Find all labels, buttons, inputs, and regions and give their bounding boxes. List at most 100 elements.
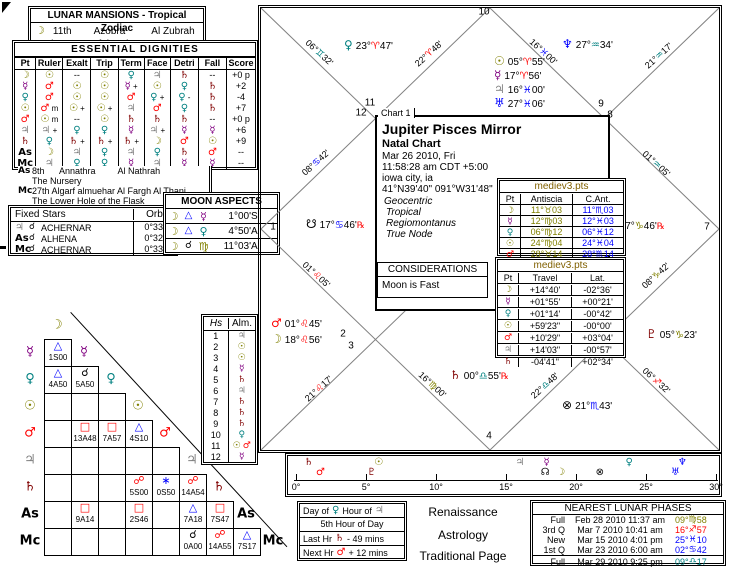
chart-tab[interactable]: Chart 1: [378, 108, 415, 118]
dignity-cell: +2: [235, 81, 247, 91]
venus-glyph: ♀: [21, 92, 29, 103]
dignity-cell: ☉: [145, 81, 170, 92]
jupiter-glyph: ♃: [152, 70, 162, 81]
travel-value: +14°40': [518, 284, 571, 295]
aspect-orb-value: 7S17: [237, 542, 257, 551]
sun-glyph: ☉: [232, 441, 241, 451]
dignity-cell: --: [209, 114, 216, 124]
mars-glyph: ♂: [24, 425, 36, 441]
almuten-value: ☿: [227, 452, 255, 463]
dignities-column: Fall--♄♄♄--☿☉♂☿: [197, 58, 226, 169]
dignity-cell: ♄ +: [119, 136, 144, 147]
dignity-marker: +: [50, 126, 58, 135]
almuten-row: 6♃: [204, 386, 255, 397]
dignity-cell: ♀: [36, 136, 62, 147]
mars-glyph: ♂: [505, 249, 515, 260]
grid-diagonal-point: Mc: [263, 535, 284, 548]
mercury-glyph: ☿: [80, 344, 88, 360]
phase-name: 1st Q: [543, 545, 565, 555]
aspect-cell-value: □2S46: [125, 501, 153, 529]
opp-glyph: ☍: [187, 474, 199, 487]
lat-value: -00°42': [571, 308, 623, 319]
antiscia-value: 12°♓03: [572, 215, 623, 227]
saturn-glyph: ♄: [68, 136, 78, 147]
dignities-column: Detri♄♀♀ -♀♄☿♂♄☿: [169, 58, 198, 169]
considerations-panel[interactable]: CONSIDERATIONS Moon is Fast: [377, 262, 488, 298]
jupiter-glyph: ♃: [24, 452, 36, 468]
moon-aspect-row: ☽△♀4°50' A: [166, 223, 277, 238]
virgo-glyph: ♍: [544, 238, 553, 249]
saturn-glyph: ♄: [237, 408, 246, 418]
virgo-glyph: ♍: [544, 216, 553, 227]
antiscia-value: 11°♉03: [520, 204, 572, 216]
mercury-glyph: ☿: [239, 452, 245, 462]
almuten-value: ☿: [227, 364, 255, 375]
aspect-orb-value: 4A50: [48, 380, 68, 389]
phase-datetime: Mar 29 2010 9:25 pm: [577, 557, 663, 567]
house-value: 4: [213, 364, 219, 374]
dignity-marker: +: [158, 126, 166, 135]
aspect-orb-value: 5S00: [129, 488, 149, 497]
almutens-panel[interactable]: Hs Alm. 1♃2☉3☉4☿5♄6♃7♄8♄9♄10♀11☉♂12☿: [201, 314, 258, 465]
jupiter-glyph: ♃: [515, 457, 525, 468]
degree-ruler[interactable]: 0°5°10°15°20°25°30°♄♂♇☉♃☊☿☽⊗♀♅♆: [285, 453, 723, 497]
phase-name: New: [546, 535, 565, 545]
saturn-glyph: ♄: [126, 114, 136, 125]
trine-glyph: △: [134, 420, 144, 433]
jupiter-glyph: ♃: [126, 103, 136, 114]
almuten-row: 5♄: [204, 375, 255, 386]
asc-glyph: As: [237, 506, 255, 522]
aspect-cell: [125, 528, 153, 556]
dignities-column: Ruler☉♂♂♂ m☉ m♃ +♀☽♃: [35, 58, 63, 169]
dignity-cell: ♄ +: [91, 136, 117, 147]
dignity-cell: ☉: [63, 92, 90, 103]
aspect-orb: 4°50': [228, 225, 251, 237]
trine-glyph: △: [242, 528, 252, 541]
ruler-tick: [436, 474, 437, 480]
ruler-tick-label: 0°: [291, 482, 301, 492]
dignities-column-header: Fall: [198, 58, 226, 70]
chart-place: iowa city, ia: [382, 173, 433, 184]
jupiter-glyph: ♃: [237, 386, 246, 396]
corner-mark: [2, 2, 11, 13]
dignities-column: Exalt--☉☉☉ +--♀♄ +♃♀: [62, 58, 91, 169]
dignity-cell: ☉: [36, 70, 62, 81]
mars-glyph: ♂: [152, 103, 162, 114]
grid-diagonal-point: ☽: [51, 319, 63, 332]
saturn-glyph: ♄: [179, 114, 189, 125]
moon-glyph: ☽: [20, 70, 30, 81]
dignity-cell: ☉ +: [63, 103, 90, 114]
opp-glyph: ☍: [133, 474, 145, 487]
dignities-title: ESSENTIAL DIGNITIES: [15, 43, 255, 58]
venus-glyph: ♀: [73, 158, 81, 169]
grid-diagonal-point: ♃: [186, 454, 198, 467]
mercury-glyph: ☿: [128, 125, 135, 136]
travel-row: ☽+14°40'-02°36': [498, 284, 623, 295]
ruler-tick-label: 5°: [361, 482, 371, 492]
house-value: 12: [210, 452, 221, 462]
aspect-orb-value: 2S46: [129, 515, 149, 524]
dignity-cell: +0 p: [232, 70, 250, 80]
mc-glyph: Mc: [262, 533, 284, 549]
dignity-cell: +9: [235, 136, 247, 146]
travel-value: +14'03": [518, 344, 571, 355]
mercury-glyph: ☿: [26, 344, 34, 360]
almuten-row: 10♀: [204, 430, 255, 441]
house-value: 7: [213, 397, 219, 407]
mansion-alt-name: Al Zubrah: [151, 25, 195, 37]
saturn-glyph: ♄: [179, 70, 189, 81]
jupiter-glyph: ♃: [72, 147, 82, 158]
ruler-planet-marker: ☊: [541, 467, 550, 478]
dignity-cell: ☉: [91, 92, 117, 103]
house-value: 6: [213, 386, 219, 396]
venus-glyph: ♀: [180, 103, 189, 114]
